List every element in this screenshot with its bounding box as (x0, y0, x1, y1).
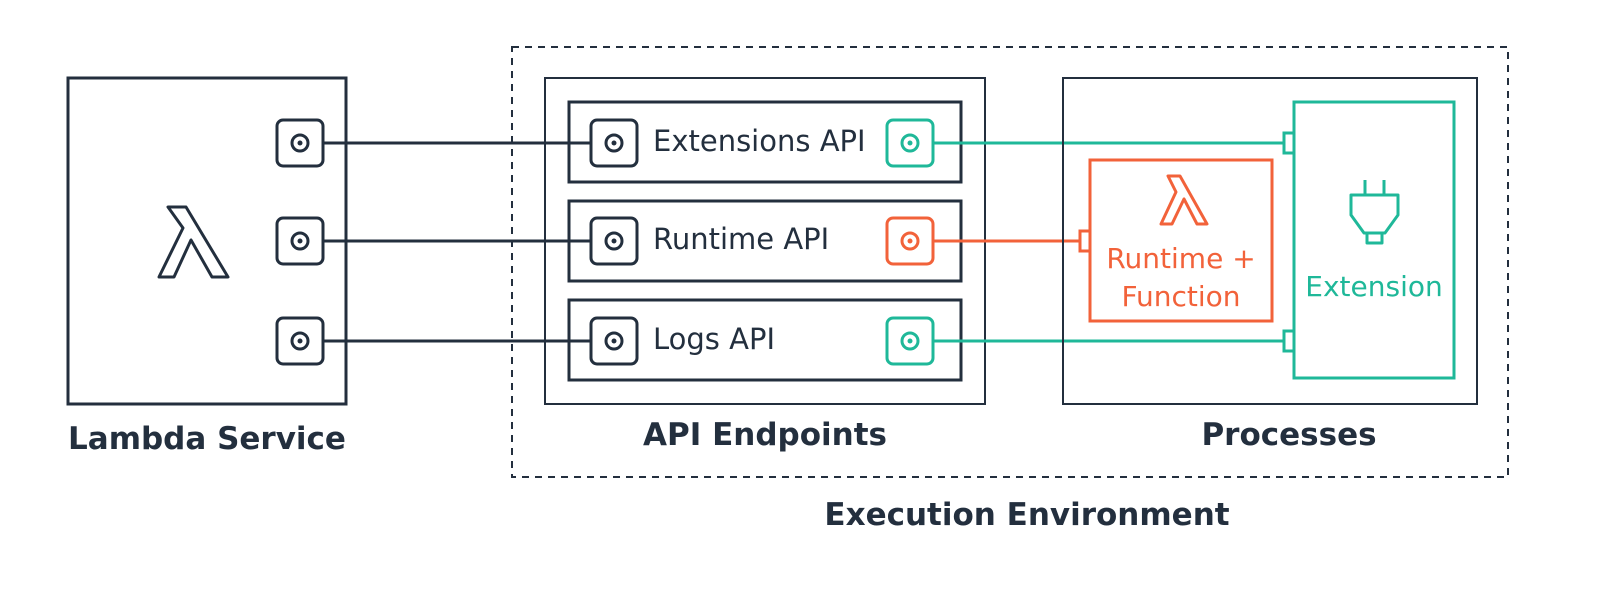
service-port-1 (275, 118, 325, 168)
service-port-3 (275, 316, 325, 366)
extension-label: Extension (1305, 270, 1443, 303)
runtime-function-connector (1078, 229, 1092, 253)
plug-icon (1349, 180, 1400, 245)
extension-connector-bottom (1282, 329, 1296, 353)
runtime-api-label: Runtime API (653, 222, 830, 256)
runtime-lambda-icon (1159, 174, 1209, 226)
logs-api-input-port (589, 316, 639, 366)
runtime-function-label: Runtime + Function (1106, 242, 1256, 313)
extensions-api-label: Extensions API (653, 124, 866, 158)
service-port-2 (275, 216, 325, 266)
extension-connector-top (1282, 131, 1296, 155)
runtime-function-box (1088, 158, 1274, 323)
extensions-api-input-port (589, 118, 639, 168)
runtime-api-output-port (885, 216, 935, 266)
service-connections (300, 141, 614, 343)
logs-api-output-port (885, 316, 935, 366)
lambda-service-title: Lambda Service (68, 421, 346, 457)
runtime-api-input-port (589, 216, 639, 266)
extensions-api-output-port (885, 118, 935, 168)
logs-api-label: Logs API (653, 322, 776, 356)
extension-box (1292, 100, 1456, 380)
api-endpoints-title: API Endpoints (643, 417, 887, 453)
processes-box (1062, 77, 1478, 405)
processes-title: Processes (1201, 417, 1377, 453)
execution-environment-boundary (511, 46, 1509, 478)
lambda-icon (157, 205, 230, 279)
execution-environment-title: Execution Environment (824, 497, 1230, 533)
